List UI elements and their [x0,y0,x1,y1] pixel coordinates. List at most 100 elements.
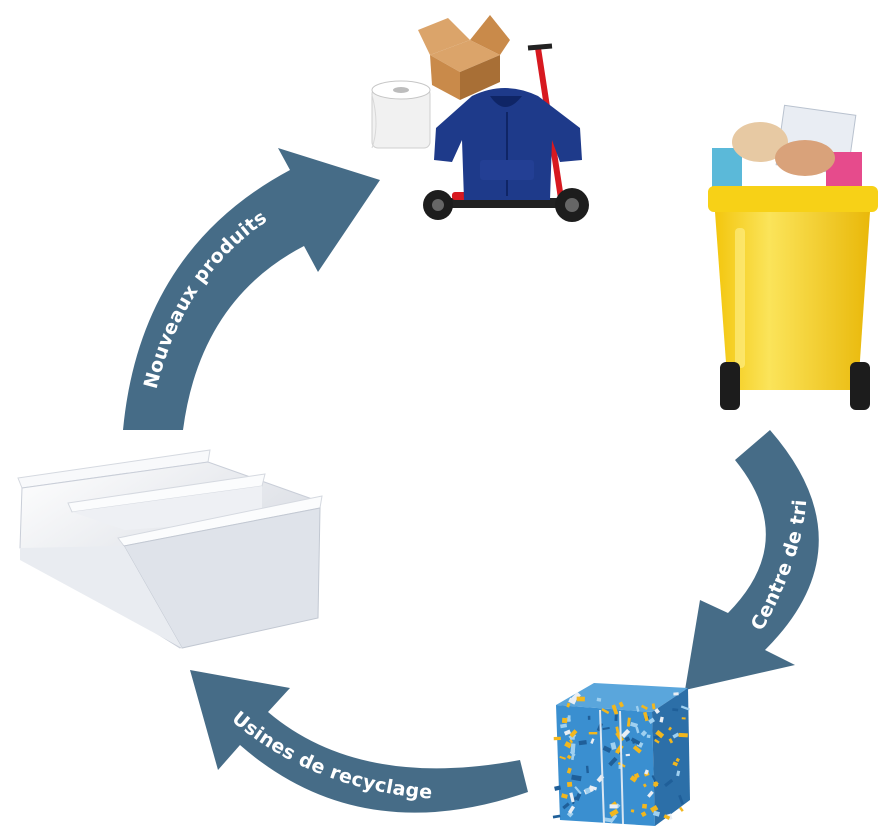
bale-speckle [624,736,631,742]
bale-speckle [640,811,647,818]
bale-speckle [584,787,591,794]
bale-speckle [635,726,640,734]
bale-speckle [569,729,578,738]
bale-speckle [576,696,585,702]
bale-speckle [596,697,602,702]
bale-speckle [654,708,660,715]
bale-speckle [611,704,619,715]
arrow-body-icon [685,430,819,690]
bale-speckle [566,781,573,788]
arrow-body-icon [123,148,380,430]
bale-speckle [618,701,624,708]
bale-speckle [655,729,665,739]
bale-speckle [589,785,598,791]
bale-speckle [652,810,661,817]
bale-speckle [569,739,574,744]
bale-speckle [641,803,648,809]
bale-speckle [614,714,618,721]
bale-speckle [625,753,630,757]
bale-speckle [602,726,610,731]
arrow-centre-de-tri: Centre de tri [685,430,819,690]
bale-speckle [610,742,617,750]
compressed-bale-icon [552,683,690,826]
bale-speckle [644,769,649,775]
bale-speckle [561,793,568,799]
bale-speckle [602,745,612,753]
bale-speckle [629,775,638,783]
bale-speckle [663,814,671,820]
bale-speckle [609,808,619,817]
bale-speckle [654,738,660,744]
arrow-body-icon [190,670,528,813]
bale-speckle [590,738,595,744]
bale-speckle [571,691,581,702]
bale-speckle [668,738,674,744]
bale-speckle [561,717,568,724]
bale-speckle [680,705,690,711]
bale-speckle [659,716,664,723]
bale-speckle [651,775,657,783]
bale-speckle [574,786,582,795]
bale-speckle [648,717,655,725]
bale-speckle [588,732,598,735]
bale-speckle [563,729,572,736]
bale-speckle [664,778,674,788]
bale-speckle [640,704,648,711]
bale-speckle [643,711,649,722]
bale-texture-icon [552,691,690,824]
bale-speckle [569,792,575,803]
bale-speckle [566,717,571,722]
bale-speckle [560,723,568,729]
bale-speckle [678,794,684,805]
bale-speckle [602,817,612,823]
bale-speckle [651,703,656,710]
bale-speckle [585,765,589,774]
bale-speckle [668,726,673,731]
bale-speckle [675,757,680,763]
bale-speckle [615,731,625,742]
arrow-usines-de-recyclage: Usines de recyclage [190,670,528,813]
bale-speckle [621,728,631,739]
bale-speckle [626,717,631,727]
bale-speckle [642,783,647,788]
bale-speckle [678,732,688,738]
paper-roll-icon [371,80,431,149]
bale-speckle [646,734,651,739]
bale-speckle [570,743,576,753]
bale-speckle [564,741,573,749]
bale-speckle [569,750,576,757]
bale-speckle [681,717,686,720]
cardboard-box-icon [418,15,510,100]
bale-speckle [679,806,684,812]
bale-speckle [672,732,680,739]
bale-speckle [568,805,576,814]
bale-speckle [566,702,571,708]
hoodie-icon [434,88,582,200]
bale-speckle [554,785,562,791]
bale-speckle [653,781,659,787]
bale-speckle [649,805,659,813]
bale-speckle [552,814,561,819]
bale-speckle [566,754,572,760]
bale-speckle [571,774,582,782]
bale-speckle [630,721,638,728]
bale-speckle [647,790,654,798]
stacked-plastic-sheets-icon [17,449,323,649]
bale-speckle [640,730,648,737]
bale-speckle [608,756,618,767]
bale-speckle [601,708,610,715]
bale-speckle [672,761,679,767]
arrow-nouveaux-produits: Nouveaux produits [123,148,380,430]
bale-speckle [630,809,635,813]
bale-speckle [553,736,561,741]
bale-speckle [568,697,577,705]
bale-speckle [562,802,570,810]
new-products-icon [371,15,589,222]
bale-speckle [635,705,640,712]
bale-speckle [653,734,660,739]
bale-speckle [609,804,618,809]
bale-speckle [632,745,642,754]
bale-speckle [575,793,582,801]
bale-speckle [559,755,566,760]
